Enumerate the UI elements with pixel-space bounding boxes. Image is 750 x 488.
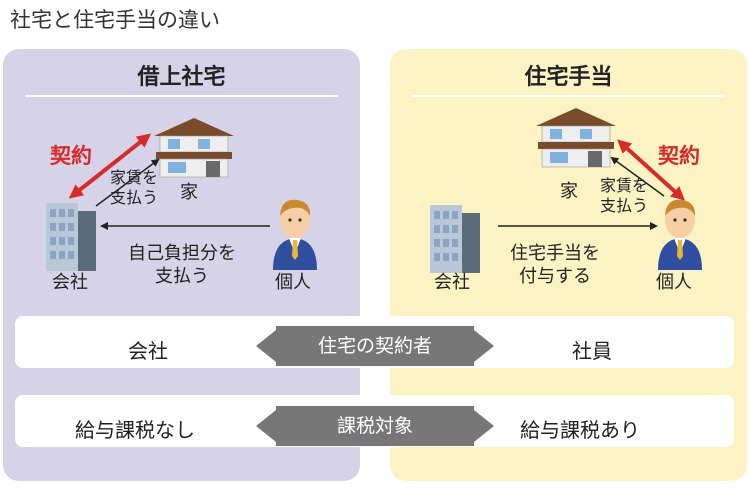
- house-icon: [154, 118, 234, 178]
- rent-arrow: [610, 156, 665, 197]
- row2-left-value: 給与課税なし: [75, 418, 195, 442]
- person-icon: [658, 199, 702, 270]
- company-building-icon: [430, 205, 480, 273]
- row1-right-value: 社員: [572, 339, 612, 363]
- company-building-icon: [46, 203, 96, 271]
- left-self-payment-label: 自己負担分を 支払う: [128, 243, 236, 287]
- double-arrow-icon: [256, 330, 276, 362]
- left-rent-label: 家賃を 支払う: [110, 168, 159, 207]
- row2-center-tag: 課税対象: [276, 406, 474, 446]
- right-rent-label: 家賃を 支払う: [600, 176, 649, 215]
- left-contract-label: 契約: [50, 144, 92, 168]
- right-allowance-label: 住宅手当を 付与する: [510, 243, 600, 287]
- contract-arrow: [617, 139, 685, 201]
- row1-center-tag: 住宅の契約者: [276, 326, 474, 366]
- double-arrow-icon: [474, 410, 494, 442]
- right-house-label: 家: [560, 181, 578, 202]
- right-person-label: 個人: [656, 272, 692, 293]
- left-company-label: 会社: [52, 272, 88, 293]
- house-icon: [536, 108, 616, 168]
- double-arrow-icon: [474, 330, 494, 362]
- right-heading-rule: [412, 95, 725, 97]
- right-panel-heading: 住宅手当: [524, 65, 613, 90]
- right-contract-label: 契約: [658, 144, 700, 168]
- contract-arrow: [68, 133, 152, 199]
- page-title: 社宅と住宅手当の違い: [10, 8, 220, 32]
- row2-right-value: 給与課税あり: [520, 418, 640, 442]
- double-arrow-icon: [256, 410, 276, 442]
- left-house-label: 家: [180, 182, 198, 203]
- rent-arrow: [95, 158, 160, 207]
- person-icon: [273, 199, 317, 270]
- left-person-label: 個人: [275, 272, 311, 293]
- right-company-label: 会社: [434, 272, 470, 293]
- row1-left-value: 会社: [128, 339, 168, 363]
- left-heading-rule: [25, 95, 338, 97]
- left-panel-heading: 借上社宅: [137, 65, 226, 90]
